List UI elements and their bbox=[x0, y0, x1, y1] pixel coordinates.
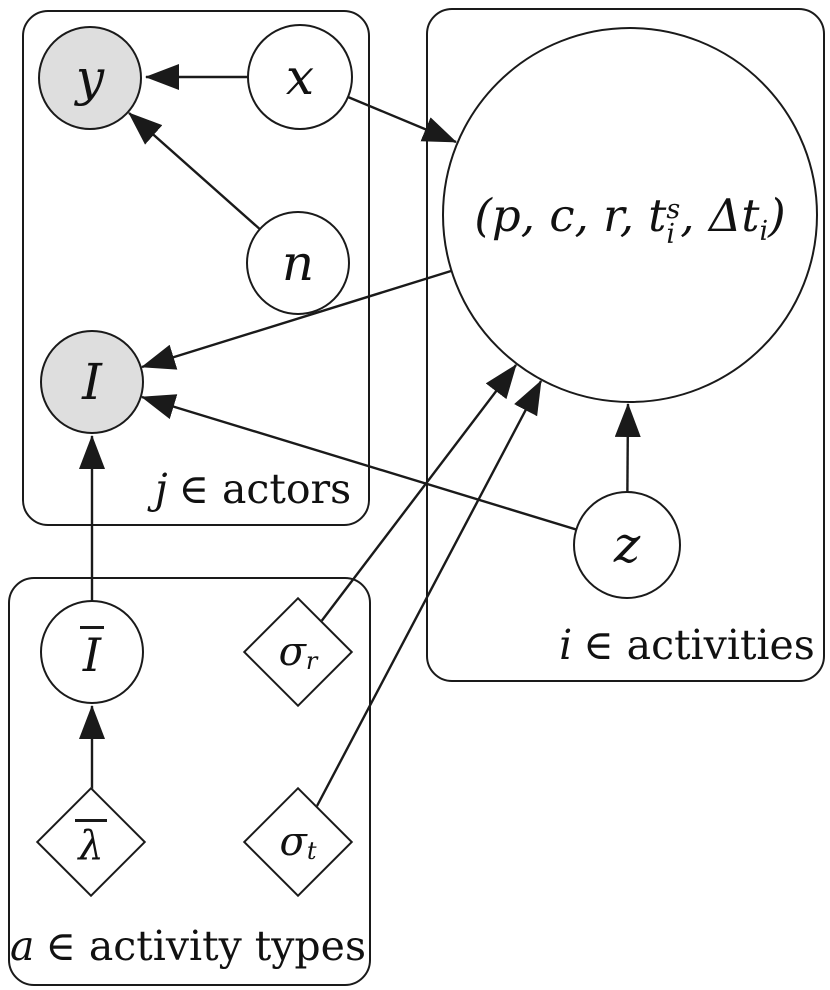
edge-sigma-t-to-event bbox=[296, 380, 543, 843]
plate-activity-types bbox=[8, 577, 371, 986]
node-x-label: x bbox=[285, 48, 315, 106]
node-y: y bbox=[38, 26, 142, 130]
event-dt-sub: i bbox=[759, 215, 769, 247]
plate-actors bbox=[22, 10, 370, 526]
event-t-sub: i bbox=[666, 219, 676, 250]
plate-activities-label: i∈ activities bbox=[559, 621, 815, 669]
node-x: x bbox=[247, 24, 353, 130]
node-I: I bbox=[40, 330, 144, 434]
event-t-sup: s bbox=[666, 194, 681, 226]
node-I-label: I bbox=[82, 353, 102, 411]
node-n-label: n bbox=[281, 234, 315, 292]
event-label-pre: (p, c, r, t bbox=[474, 188, 667, 242]
node-lambda-bar-label: λ bbox=[54, 805, 128, 879]
edge-z-to-I bbox=[141, 394, 628, 547]
event-label-post: ) bbox=[768, 188, 786, 242]
event-label-mid: , Δt bbox=[680, 188, 760, 242]
plate-activity-types-label: a∈ activity types bbox=[10, 922, 366, 970]
edge-event-to-I bbox=[141, 269, 452, 370]
node-z-label: z bbox=[613, 516, 641, 574]
node-z: z bbox=[573, 491, 681, 599]
edge-sigma-r-to-event bbox=[297, 364, 517, 653]
node-I-bar: I bbox=[40, 600, 144, 704]
node-I-bar-label: I bbox=[79, 626, 105, 678]
plate-actors-label: j∈ actors bbox=[154, 465, 352, 513]
plate-activities bbox=[426, 8, 825, 682]
node-n: n bbox=[246, 211, 350, 315]
node-y-label: y bbox=[75, 49, 105, 107]
